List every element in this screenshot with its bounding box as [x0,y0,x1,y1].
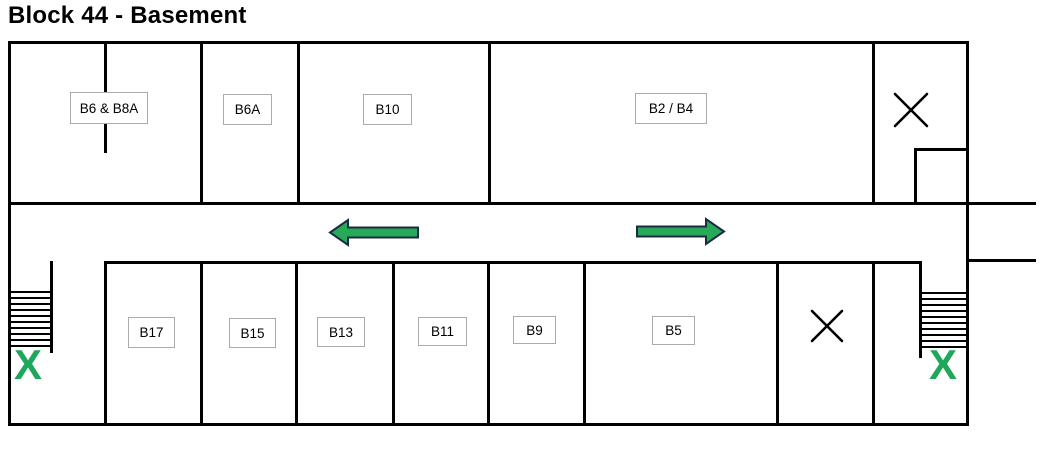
room-label-b6a: B6A [223,94,272,125]
wall-top-divider-2 [297,41,300,205]
room-label-b9: B9 [513,316,556,344]
exit-marker-right: X [929,341,958,388]
wall-bottom-divider-8 [872,261,875,426]
bottom-rooms-top-wall [104,261,922,264]
corridor-bottom-wall-right [966,259,1036,262]
corridor-top-wall [8,202,1036,205]
wall-top-divider-1 [200,41,203,205]
page-title: Block 44 - Basement [8,2,247,29]
room-label-b10: B10 [363,94,412,125]
stair-rail-right [919,261,922,358]
notch-wall-vertical [914,148,917,205]
wall-bottom-divider-4 [392,261,395,426]
x-cross-icon-top-right [893,92,929,128]
wall-top-divider-3 [488,41,491,205]
notch-wall-horizontal [914,148,969,151]
outer-wall-right [966,41,969,426]
stairs-icon-right [922,292,968,350]
room-label-b2-b4: B2 / B4 [635,93,707,124]
room-label-b5: B5 [652,316,695,345]
wall-bottom-divider-7 [776,261,779,426]
outer-wall-left [8,41,11,426]
room-label-b13: B13 [317,317,365,347]
arrow-right-icon [636,217,726,246]
room-label-b11: B11 [418,317,467,346]
exit-marker-left: X [14,341,43,388]
room-label-b15: B15 [229,318,276,348]
wall-top-divider-4 [872,41,875,205]
wall-bottom-divider-6 [583,261,586,426]
wall-bottom-divider-5 [487,261,490,426]
room-label-b6-b8a: B6 & B8A [70,92,148,124]
x-cross-icon-bottom [810,309,844,343]
wall-bottom-divider-3 [295,261,298,426]
room-label-b17: B17 [128,317,175,348]
wall-bottom-divider-1 [104,261,107,426]
arrow-left-icon [328,218,419,247]
stairs-icon-left [8,291,53,349]
wall-bottom-divider-2 [200,261,203,426]
